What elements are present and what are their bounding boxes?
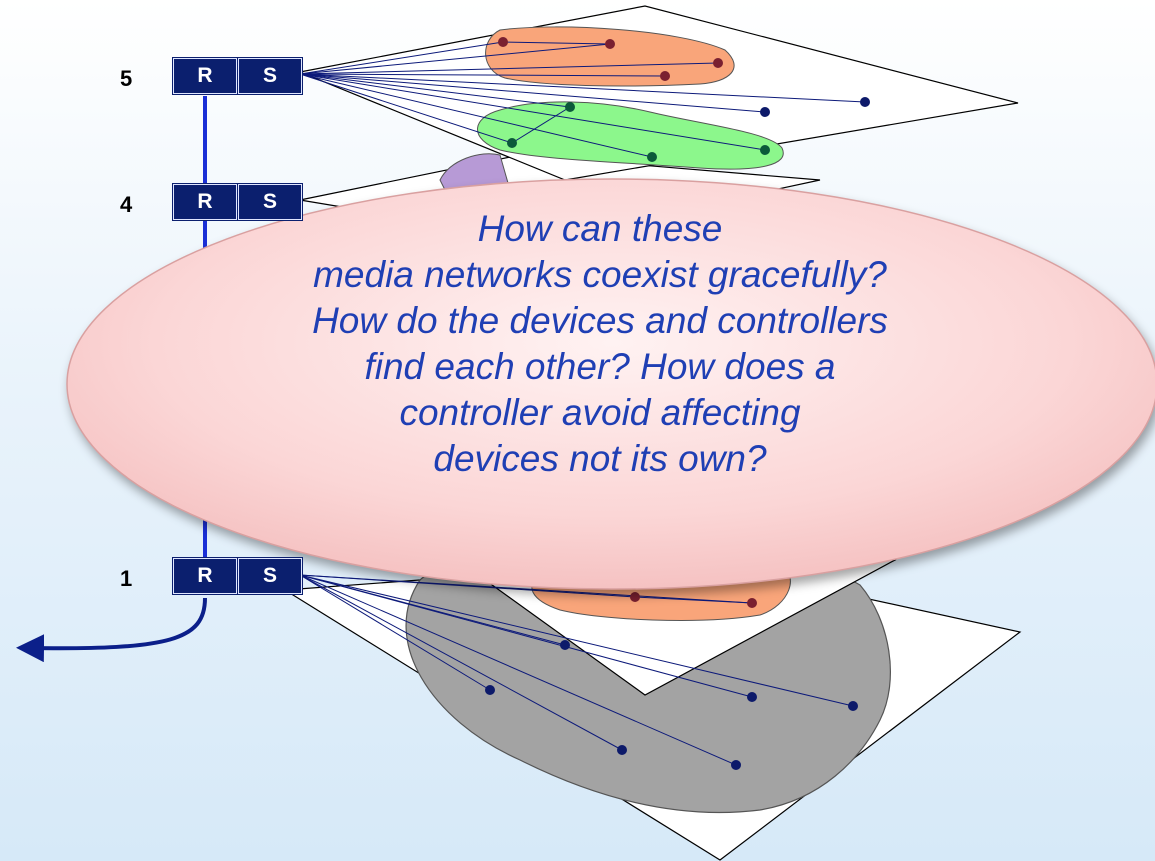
orange-group bbox=[485, 26, 735, 87]
node bbox=[760, 145, 770, 155]
layer-1-nodes bbox=[485, 592, 858, 770]
callout-line: media networks coexist gracefully? bbox=[313, 254, 887, 295]
node bbox=[498, 37, 508, 47]
node bbox=[565, 102, 575, 112]
switch-box-layer-4[interactable]: S bbox=[238, 184, 302, 220]
layer-number-1: 1 bbox=[120, 566, 133, 591]
node bbox=[747, 598, 757, 608]
switch-box-layer-5[interactable]: S bbox=[238, 58, 302, 94]
green-group bbox=[477, 101, 784, 170]
callout-line: controller avoid affecting bbox=[399, 392, 801, 433]
router-box-layer-4[interactable]: R bbox=[173, 184, 237, 220]
layer-number-5: 5 bbox=[120, 66, 133, 91]
switch-box-layer-1[interactable]: S bbox=[238, 558, 302, 594]
node bbox=[617, 745, 627, 755]
node bbox=[860, 97, 870, 107]
node bbox=[660, 71, 670, 81]
uplink-arrow bbox=[16, 597, 207, 663]
callout-line: devices not its own? bbox=[433, 438, 767, 479]
node bbox=[630, 592, 640, 602]
layer-1-links bbox=[299, 574, 854, 766]
node bbox=[647, 152, 657, 162]
node bbox=[560, 640, 570, 650]
node bbox=[731, 760, 741, 770]
callout-line: How can these bbox=[477, 208, 723, 249]
callout-line: How do the devices and controllers bbox=[312, 300, 888, 341]
node bbox=[485, 685, 495, 695]
node bbox=[713, 58, 723, 68]
node bbox=[507, 138, 517, 148]
layer-number-4: 4 bbox=[120, 192, 133, 217]
layer-5-nodes bbox=[498, 37, 870, 162]
callout-line: find each other? How does a bbox=[364, 346, 836, 387]
node bbox=[747, 692, 757, 702]
callout-bubble bbox=[66, 178, 1155, 590]
layer-5-links bbox=[299, 41, 866, 158]
node bbox=[605, 39, 615, 49]
router-box-layer-5[interactable]: R bbox=[173, 58, 237, 94]
node bbox=[848, 701, 858, 711]
router-box-layer-1[interactable]: R bbox=[173, 558, 237, 594]
callout-text: How can these media networks coexist gra… bbox=[150, 206, 1050, 482]
node bbox=[760, 107, 770, 117]
